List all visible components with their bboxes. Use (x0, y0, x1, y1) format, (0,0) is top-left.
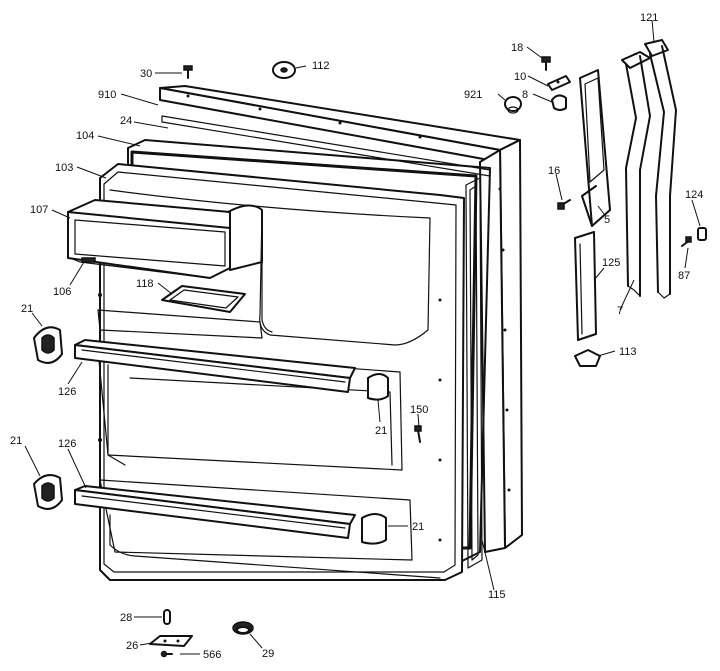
door-handle-rail (621, 39, 677, 299)
callout-7: 7 (617, 305, 623, 317)
hinge-bracket (149, 635, 193, 647)
callout-29: 29 (262, 648, 274, 660)
hinge-cover (232, 621, 254, 635)
leader-lines (24, 19, 701, 655)
callout-16: 16 (548, 165, 560, 177)
callout-24: 24 (120, 115, 132, 127)
dairy-door (67, 199, 231, 279)
callout-118: 118 (136, 278, 154, 290)
callout-30: 30 (140, 68, 152, 80)
shelf-support-left-upper (33, 326, 63, 364)
callout-112: 112 (312, 60, 330, 72)
callout-124: 124 (685, 189, 703, 201)
callout-566: 566 (203, 649, 221, 661)
door-outer-panel (159, 85, 523, 553)
dairy-housing (227, 204, 263, 271)
door-handle (579, 69, 611, 227)
handle-trim (574, 231, 597, 341)
handle-screw (557, 199, 571, 210)
handle-rail-plug (697, 227, 707, 241)
breaker-strip (465, 177, 483, 569)
hinge-screw (541, 56, 551, 71)
callout-21-right-lower: 21 (412, 521, 424, 533)
callout-121: 121 (640, 12, 658, 24)
callout-8: 8 (522, 89, 528, 101)
callout-921: 921 (464, 89, 482, 101)
callout-21-right-upper: 21 (375, 425, 387, 437)
door-bottom-rail (109, 514, 441, 579)
handle-clip (547, 75, 571, 91)
callout-126-upper: 126 (58, 386, 76, 398)
plug (272, 61, 296, 79)
hinge-screw-bottom (160, 650, 173, 658)
callout-labels: 18 121 30 112 10 8 910 921 104 24 103 16… (10, 12, 703, 661)
callout-5: 5 (604, 214, 610, 226)
callout-910: 910 (98, 89, 116, 101)
callout-18: 18 (511, 42, 523, 54)
handle-rail-screw (681, 236, 692, 247)
callout-107: 107 (30, 204, 48, 216)
shelf-support-lower-right (361, 513, 387, 545)
callout-115: 115 (488, 589, 506, 601)
hinge-pin (163, 609, 171, 625)
callout-26: 26 (126, 640, 138, 652)
shelf-support-upper-right (367, 373, 389, 401)
door-shelf-upper (74, 339, 356, 393)
callout-106: 106 (53, 286, 71, 298)
callout-104: 104 (76, 130, 94, 142)
door-shelf-lower (74, 485, 356, 539)
callout-103: 103 (55, 162, 73, 174)
dairy-compartment (69, 257, 211, 279)
callout-21-left-lower: 21 (10, 435, 22, 447)
liner-screw (414, 425, 422, 443)
shelf-support-left-lower (33, 474, 63, 510)
butter-tray (161, 285, 246, 313)
callout-125: 125 (602, 257, 620, 269)
handle-cap (551, 94, 567, 111)
callout-87: 87 (678, 270, 690, 282)
handle-plug (574, 349, 601, 367)
screw (183, 65, 193, 79)
callout-113: 113 (619, 346, 637, 358)
door-plug (504, 96, 522, 114)
callout-28: 28 (120, 612, 132, 624)
callout-21-left-upper: 21 (21, 303, 33, 315)
callout-150: 150 (410, 404, 428, 416)
callout-10: 10 (514, 71, 526, 83)
callout-126-lower: 126 (58, 438, 76, 450)
